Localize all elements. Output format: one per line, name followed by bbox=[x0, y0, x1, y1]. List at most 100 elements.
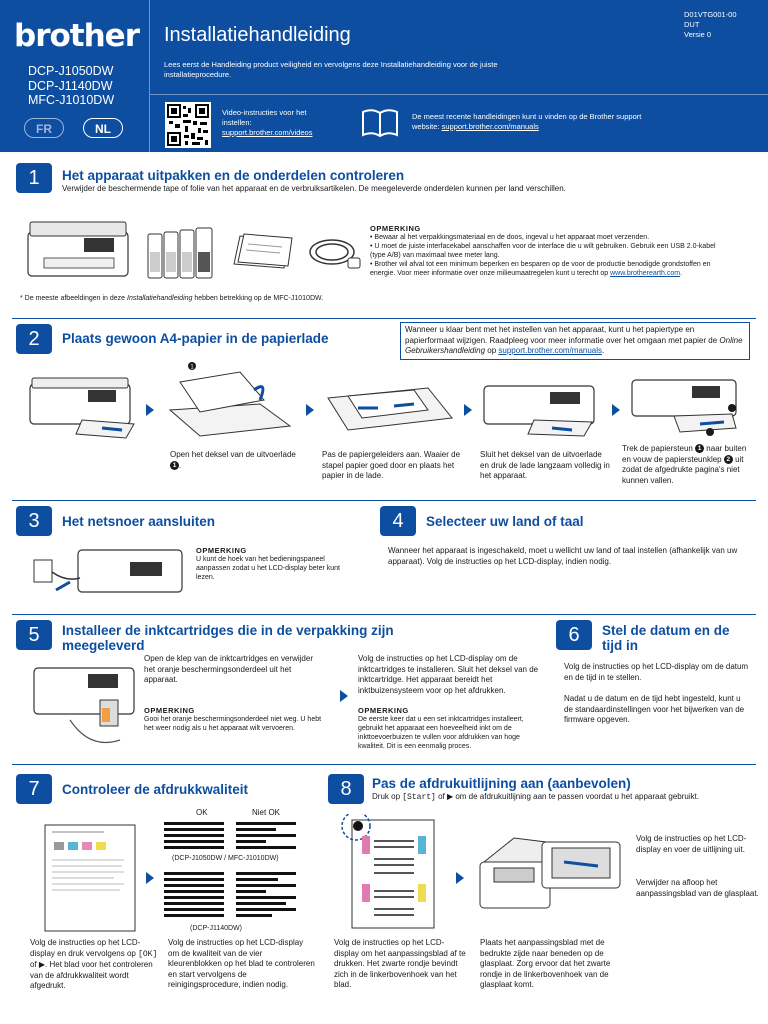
video-line: instellen: bbox=[222, 118, 252, 127]
step-1-title: Het apparaat uitpakken en de onderdelen … bbox=[62, 168, 405, 183]
ink-cover-illustration bbox=[30, 660, 140, 761]
callout-number: 1 bbox=[170, 460, 179, 470]
brother-logo: brother bbox=[14, 18, 140, 54]
ok-label: OK bbox=[196, 808, 208, 817]
step-5-number: 5 bbox=[16, 620, 52, 650]
alignment-sheet bbox=[338, 811, 438, 937]
model-name: DCP-J1140DW bbox=[28, 78, 113, 93]
note-heading: OPMERKING bbox=[358, 706, 409, 715]
step-2-title: Plaats gewoon A4-papier in de papierlade bbox=[62, 331, 329, 346]
step-4-number: 4 bbox=[380, 506, 416, 536]
step-8-title: Pas de afdrukuitlijning aan (aanbevolen) bbox=[372, 776, 631, 791]
step-6-description-2: Nadat u de datum en de tijd hebt ingeste… bbox=[564, 694, 745, 724]
step-8-description: Druk op [Start] of ▶ om de afdrukuitlijn… bbox=[372, 792, 700, 802]
step-3-title: Het netsnoer aansluiten bbox=[62, 514, 216, 529]
model-label-a: (DCP-J1050DW / MFC-J1010DW) bbox=[172, 855, 279, 862]
note-heading: OPMERKING bbox=[196, 546, 247, 555]
note-bullet: • Brother wil afval tot een minimum bepe… bbox=[370, 261, 711, 277]
model-name: DCP-J1050DW bbox=[28, 64, 114, 78]
video-line: Video-instructies voor het bbox=[222, 108, 307, 117]
section-divider bbox=[12, 318, 756, 319]
documents-illustration bbox=[228, 232, 298, 277]
header-banner: brother DCP-J1050DW DCP-J1140DW MFC-J101… bbox=[0, 0, 768, 152]
step-8-caption-3: Volg de instructies op het LCD-display e… bbox=[636, 834, 747, 854]
note-heading: OPMERKING bbox=[144, 706, 195, 715]
step-8-caption-2: Plaats het aanpassingsblad met de bedruk… bbox=[480, 938, 611, 989]
document-info: D01VTG001-00 DUT Versie 0 bbox=[684, 10, 737, 40]
quality-check-sheet bbox=[44, 824, 136, 937]
step-5-title: Installeer de inktcartridges die in de v… bbox=[62, 623, 394, 653]
step-2-caption-3: Sluit het deksel van de uitvoerlade en d… bbox=[480, 450, 610, 480]
video-link[interactable]: support.brother.com/videos bbox=[222, 128, 313, 137]
note-text: Gooi het oranje beschermingsonderdeel ni… bbox=[144, 716, 322, 732]
arrow-right-icon bbox=[464, 404, 472, 416]
step-2-caption-1: Open het deksel van de uitvoerlade 1. bbox=[170, 450, 296, 470]
step-5-description-2: Volg de instructies op het LCD-display o… bbox=[358, 654, 539, 695]
arrow-right-icon bbox=[456, 872, 464, 884]
page-title: Installatiehandleiding bbox=[164, 24, 351, 46]
step-8-caption-4: Verwijder na afloop het aanpassingsblad … bbox=[636, 878, 759, 898]
arrow-right-icon bbox=[306, 404, 314, 416]
model-name: MFC-J1010DW bbox=[28, 93, 115, 107]
note-bullet: • U moet de juiste interfacekabel aansch… bbox=[370, 243, 716, 259]
arrow-right-icon bbox=[612, 404, 620, 416]
note-heading: OPMERKING bbox=[370, 224, 421, 233]
not-ok-label: Niet OK bbox=[252, 808, 281, 817]
book-icon bbox=[360, 104, 400, 140]
doc-code: D01VTG001-00 bbox=[684, 10, 737, 19]
close-tray-illustration bbox=[476, 376, 606, 449]
arrow-right-icon bbox=[340, 690, 348, 702]
manuals-info: De meest recente handleidingen kunt u vi… bbox=[412, 112, 682, 132]
step-2-caption-2: Pas de papiergeleiders aan. Waaier de st… bbox=[322, 450, 461, 480]
manuals-text: De meest recente handleidingen kunt u vi… bbox=[412, 112, 642, 121]
note-bullet: • Bewaar al het verpakkingsmateriaal en … bbox=[370, 234, 650, 241]
step-4-description: Wanneer het apparaat is ingeschakeld, mo… bbox=[388, 546, 738, 566]
paper-guides-illustration bbox=[318, 368, 458, 445]
manuals-prefix: website: bbox=[412, 122, 442, 131]
manuals-link[interactable]: support.brother.com/manuals bbox=[441, 122, 539, 131]
power-cord-illustration bbox=[304, 230, 364, 281]
step-2-caption-4: Trek de papiersteun 1 naar buiten en vou… bbox=[622, 444, 747, 485]
step-7-number: 7 bbox=[16, 774, 52, 804]
section-divider bbox=[12, 500, 756, 501]
footnote: * De meeste afbeeldingen in deze Install… bbox=[20, 295, 324, 302]
arrow-right-icon bbox=[146, 872, 154, 884]
step-7-title: Controleer de afdrukkwaliteit bbox=[62, 782, 249, 797]
step-8-caption-1: Volg de instructies op het LCD-display o… bbox=[334, 938, 466, 989]
note-text: U kunt de hoek van het bedieningspaneel … bbox=[196, 556, 340, 581]
step-5-note-2: OPMERKING De eerste keer dat u een set i… bbox=[358, 706, 540, 751]
header-divider bbox=[150, 94, 768, 95]
step-5-note-1: OPMERKING Gooi het oranje beschermingson… bbox=[144, 706, 329, 733]
paper-support-illustration bbox=[624, 372, 748, 449]
doc-language: DUT bbox=[684, 20, 700, 29]
step-1-number: 1 bbox=[16, 163, 52, 193]
step-1-note: OPMERKING • Bewaar al het verpakkingsmat… bbox=[370, 224, 730, 278]
arrow-right-icon bbox=[146, 404, 154, 416]
manuals-support-link[interactable]: support.brother.com/manuals bbox=[498, 346, 603, 355]
callout-number: 2 bbox=[723, 454, 733, 464]
step-3-number: 3 bbox=[16, 506, 52, 536]
video-instructions: Video-instructies voor het instellen: su… bbox=[222, 108, 342, 138]
step-8-number: 8 bbox=[328, 774, 364, 804]
model-list: DCP-J1050DW DCP-J1140DW MFC-J1010DW bbox=[28, 64, 114, 108]
quality-pattern-b bbox=[164, 870, 304, 927]
qr-code-icon bbox=[165, 102, 211, 148]
note-text: De eerste keer dat u een set inktcartrid… bbox=[358, 716, 524, 750]
quality-pattern-a bbox=[164, 820, 304, 857]
step-2-number: 2 bbox=[16, 324, 52, 354]
brotherearth-link[interactable]: www.brotherearth.com bbox=[610, 270, 681, 277]
model-label-b: (DCP-J1140DW) bbox=[190, 925, 242, 932]
scanner-placement-illustration bbox=[474, 832, 624, 927]
printer-illustration bbox=[24, 218, 134, 287]
section-divider bbox=[12, 614, 756, 615]
printer-tray-illustration bbox=[22, 372, 142, 449]
step-6-title: Stel de datum en de tijd in bbox=[602, 623, 730, 653]
svg-text:1: 1 bbox=[190, 365, 194, 371]
step-3-note: OPMERKING U kunt de hoek van het bedieni… bbox=[196, 546, 346, 582]
step-7-caption-1: Volg de instructies op het LCD-display e… bbox=[30, 938, 158, 990]
step-1-description: Verwijder de beschermende tape of folie … bbox=[62, 184, 566, 193]
tray-cover-illustration: 1 bbox=[160, 360, 300, 449]
callout-number: 1 bbox=[695, 444, 705, 454]
step-4-title: Selecteer uw land of taal bbox=[426, 514, 584, 529]
section-divider bbox=[12, 764, 756, 765]
